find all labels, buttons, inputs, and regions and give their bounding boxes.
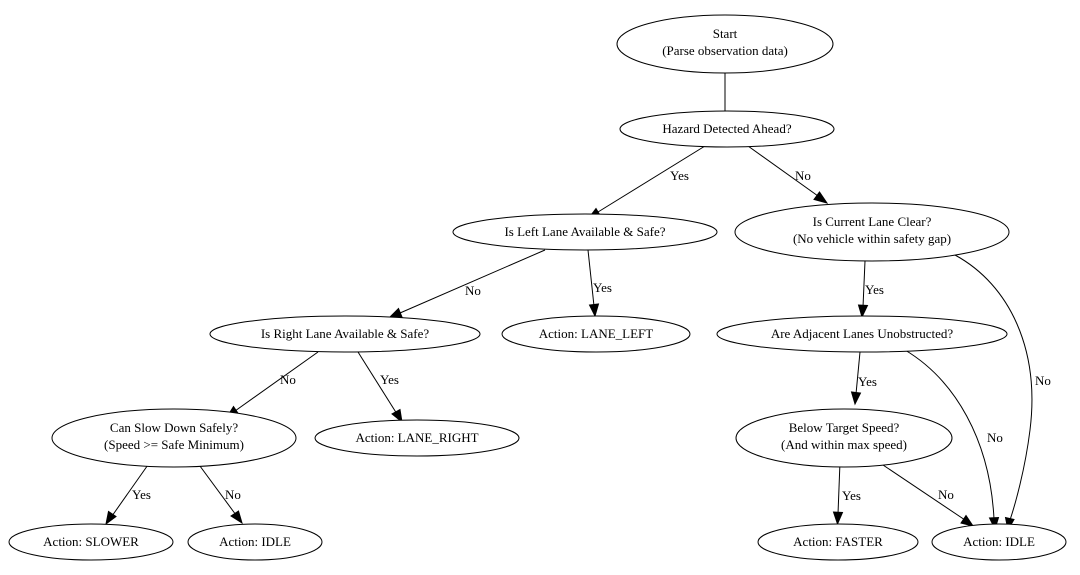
- edge-left-lane-to-right-lane: No: [387, 249, 546, 319]
- node-hazard-detected-label: Hazard Detected Ahead?: [662, 121, 791, 136]
- edge-adjacent-to-idle-right: No: [904, 349, 1003, 531]
- edge-left-lane-to-lane-left: Yes: [587, 249, 612, 318]
- node-below-target-speed-line-1: Below Target Speed?: [789, 420, 900, 435]
- edge-label-current-lane-yes: Yes: [865, 282, 884, 297]
- edge-hazard-to-current-lane: No: [747, 145, 829, 204]
- node-current-lane: Is Current Lane Clear? (No vehicle withi…: [734, 202, 1010, 262]
- edge-label-right-lane-yes: Yes: [380, 372, 399, 387]
- edge-label-adjacent-no: No: [987, 430, 1003, 445]
- edge-slow-down-to-slower: Yes: [105, 461, 151, 526]
- node-hazard-detected: Hazard Detected Ahead?: [619, 110, 835, 148]
- node-start-line-2: (Parse observation data): [662, 43, 788, 58]
- node-slow-down-line-2: (Speed >= Safe Minimum): [104, 437, 244, 452]
- edge-label-below-speed-no: No: [938, 487, 954, 502]
- node-adjacent-lanes-label: Are Adjacent Lanes Unobstructed?: [771, 326, 954, 341]
- node-start: Start (Parse observation data): [616, 14, 834, 74]
- edge-label-adjacent-yes: Yes: [858, 374, 877, 389]
- node-current-lane-line-1: Is Current Lane Clear?: [813, 214, 932, 229]
- node-action-idle-left-label: Action: IDLE: [219, 534, 291, 549]
- node-left-lane: Is Left Lane Available & Safe?: [452, 213, 718, 251]
- node-adjacent-lanes: Are Adjacent Lanes Unobstructed?: [716, 315, 1008, 353]
- node-slow-down: Can Slow Down Safely? (Speed >= Safe Min…: [51, 408, 297, 468]
- node-below-target-speed: Below Target Speed? (And within max spee…: [735, 408, 953, 468]
- edge-right-lane-to-lane-right: Yes: [357, 351, 403, 424]
- node-action-lane-right-label: Action: LANE_RIGHT: [355, 430, 478, 445]
- node-action-lane-right: Action: LANE_RIGHT: [314, 419, 520, 457]
- node-action-idle-right-label: Action: IDLE: [963, 534, 1035, 549]
- node-action-slower-label: Action: SLOWER: [43, 534, 139, 549]
- edge-label-right-lane-no: No: [280, 372, 296, 387]
- node-action-lane-left-label: Action: LANE_LEFT: [539, 326, 654, 341]
- node-left-lane-label: Is Left Lane Available & Safe?: [504, 224, 665, 239]
- edge-label-hazard-yes: Yes: [670, 168, 689, 183]
- edge-label-slow-down-yes: Yes: [132, 487, 151, 502]
- edge-label-below-speed-yes: Yes: [842, 488, 861, 503]
- edge-current-lane-to-idle-right: No: [954, 254, 1051, 532]
- edge-below-speed-to-faster: Yes: [832, 461, 861, 526]
- edge-label-hazard-no: No: [795, 168, 811, 183]
- edge-slow-down-to-idle-left: No: [196, 461, 243, 525]
- node-below-target-speed-line-2: (And within max speed): [781, 437, 907, 452]
- node-slow-down-line-1: Can Slow Down Safely?: [110, 420, 238, 435]
- node-action-slower: Action: SLOWER: [8, 523, 174, 561]
- node-start-line-1: Start: [713, 26, 738, 41]
- edge-below-speed-to-idle-right: No: [879, 462, 975, 527]
- edge-label-left-lane-yes: Yes: [593, 280, 612, 295]
- edge-hazard-to-left-lane: Yes: [586, 145, 706, 220]
- edge-label-slow-down-no: No: [225, 487, 241, 502]
- edge-right-lane-to-slow-down: No: [225, 351, 319, 418]
- node-action-idle-right: Action: IDLE: [931, 523, 1067, 561]
- edge-adjacent-to-below-speed: Yes: [850, 351, 877, 406]
- node-right-lane: Is Right Lane Available & Safe?: [209, 315, 481, 353]
- node-right-lane-label: Is Right Lane Available & Safe?: [261, 326, 430, 341]
- node-action-faster: Action: FASTER: [757, 523, 919, 561]
- node-current-lane-line-2: (No vehicle within safety gap): [793, 231, 951, 246]
- edge-label-left-lane-no: No: [465, 283, 481, 298]
- node-action-faster-label: Action: FASTER: [793, 534, 883, 549]
- edge-current-lane-to-adjacent: Yes: [857, 260, 884, 319]
- node-action-lane-left: Action: LANE_LEFT: [501, 315, 691, 353]
- edge-label-current-lane-no: No: [1035, 373, 1051, 388]
- node-action-idle-left: Action: IDLE: [187, 523, 323, 561]
